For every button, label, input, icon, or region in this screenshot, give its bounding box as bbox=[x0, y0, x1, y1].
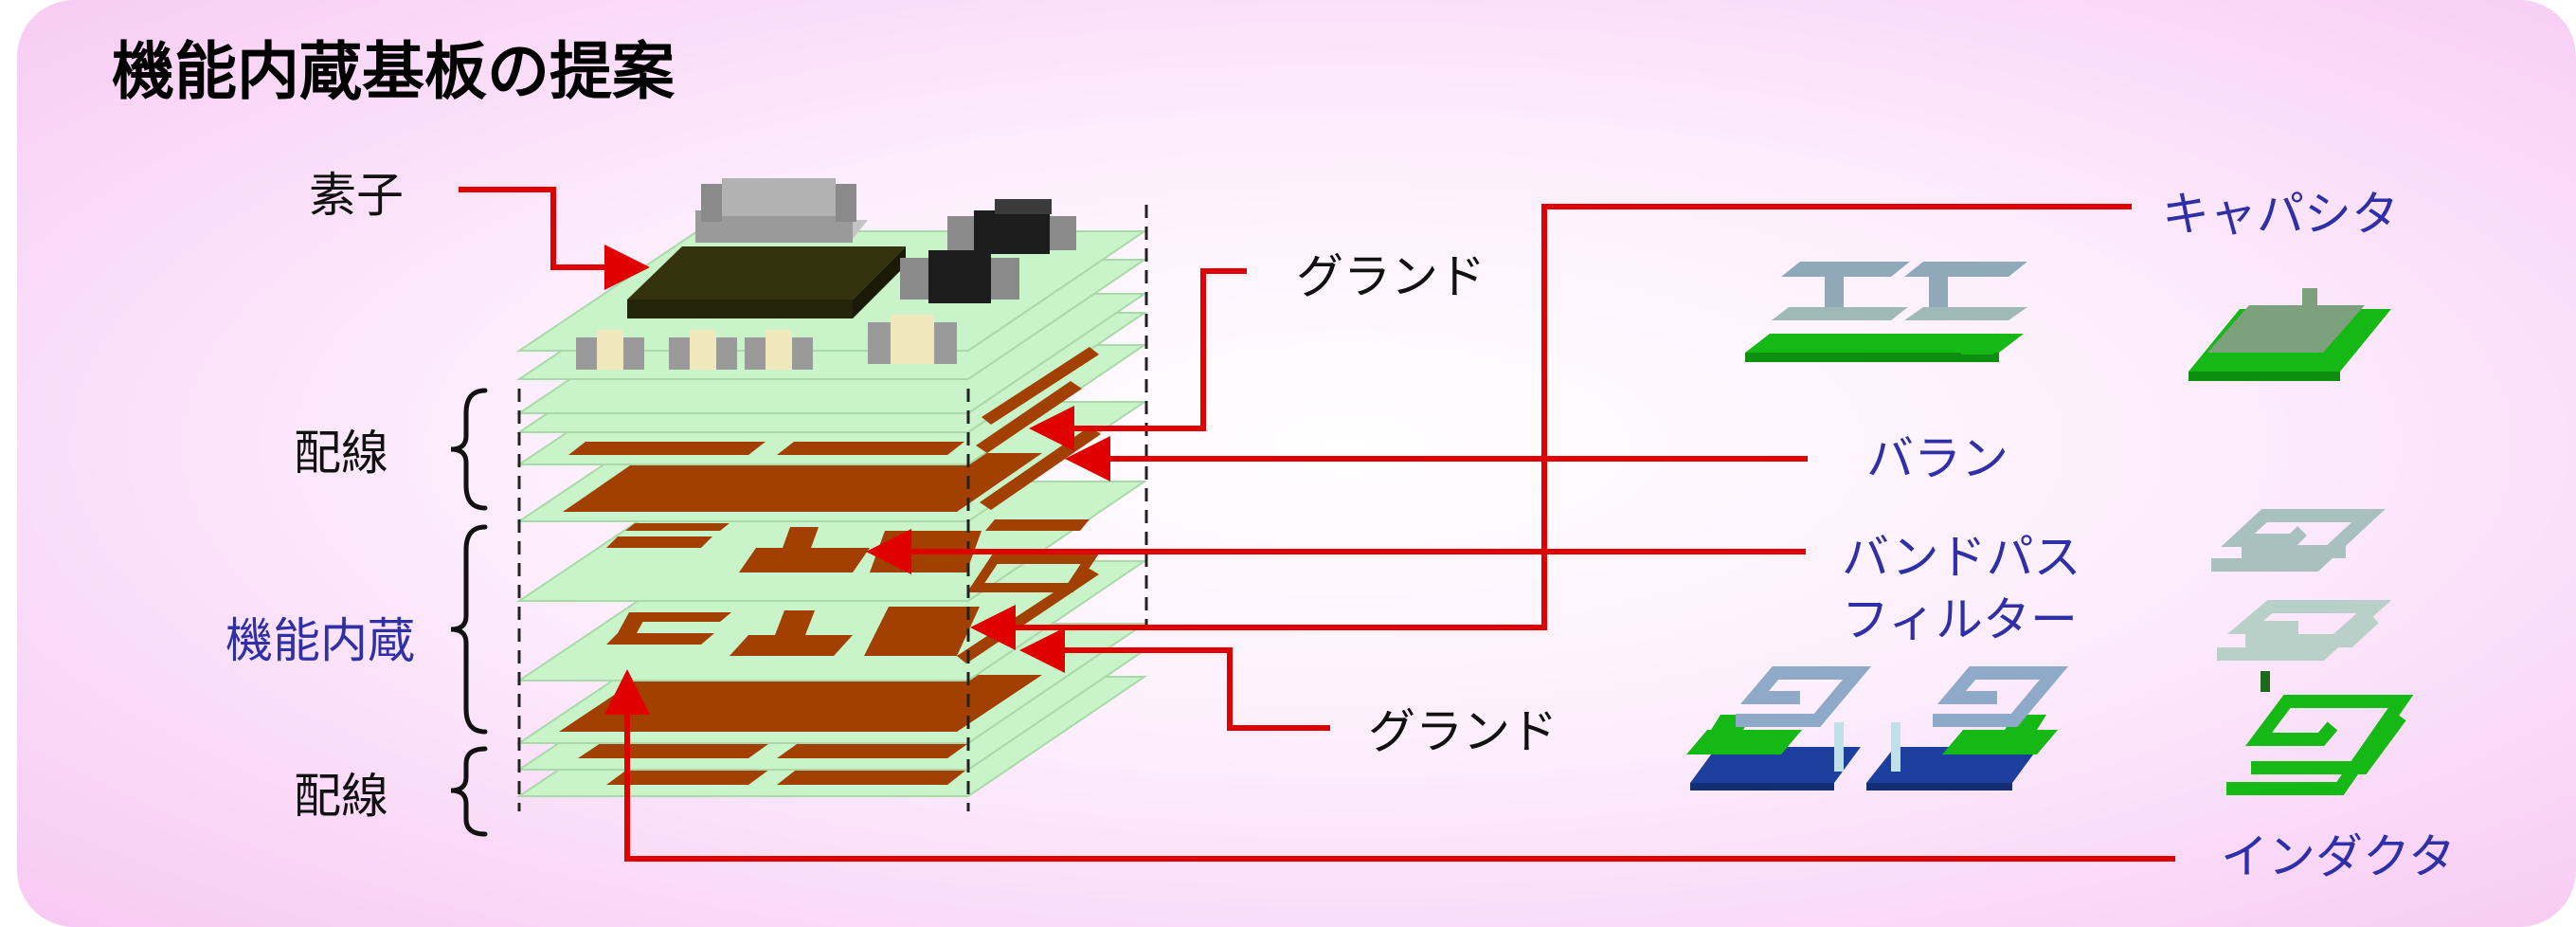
balun-component bbox=[2211, 509, 2414, 795]
braces bbox=[450, 388, 488, 837]
ground-top-arrow bbox=[1029, 268, 1247, 451]
function-builtin-label: 機能内蔵 bbox=[225, 613, 415, 668]
slide-title: 機能内蔵基板の提案 bbox=[112, 35, 675, 108]
wiring-top-label: 配線 bbox=[294, 426, 388, 481]
capacitor-arrow bbox=[970, 204, 2132, 650]
ground-bottom-arrow bbox=[1019, 627, 1330, 731]
bandpass-filter-component bbox=[1686, 666, 2069, 791]
surface-components bbox=[576, 178, 1076, 370]
capacitor-label: キャパシタ bbox=[2162, 187, 2399, 242]
slide-background bbox=[17, 0, 2576, 927]
ground-top-label: グランド bbox=[1296, 249, 1486, 304]
leader-arrows bbox=[459, 187, 2175, 862]
inductor-label: インダクタ bbox=[2221, 829, 2456, 884]
ground-bottom-label: グランド bbox=[1368, 704, 1558, 759]
capacitor-component-1 bbox=[1745, 262, 2027, 362]
passive-1 bbox=[576, 330, 644, 370]
bandpass-label-line1: バンドパス bbox=[1842, 530, 2081, 585]
bandpass-label-line2: フィルター bbox=[1842, 592, 2078, 647]
element-label: 素子 bbox=[309, 168, 404, 223]
balun-label: バラン bbox=[1866, 431, 2009, 486]
passive-3 bbox=[745, 330, 813, 370]
element-arrow bbox=[459, 187, 650, 290]
passive-4 bbox=[868, 315, 957, 364]
wiring-bottom-label: 配線 bbox=[294, 769, 388, 824]
inductor-arrow bbox=[604, 669, 2175, 862]
passive-2 bbox=[669, 330, 737, 370]
dashed-guides bbox=[517, 205, 1148, 811]
capacitor-component-2 bbox=[2189, 288, 2391, 381]
